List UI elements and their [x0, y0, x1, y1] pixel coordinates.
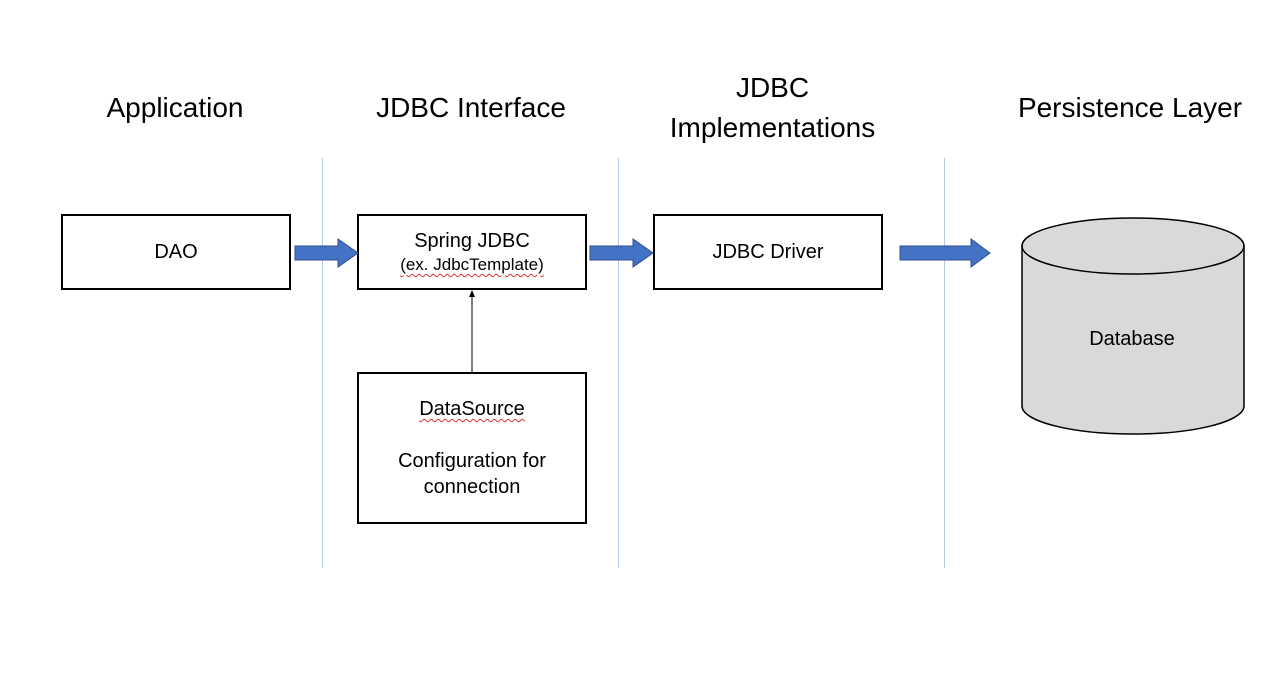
column-divider-2	[618, 158, 619, 568]
datasource-title: DataSource	[419, 398, 525, 420]
dao-box: DAO	[61, 214, 291, 290]
database-label: Database	[1089, 328, 1175, 350]
jdbc-driver-label: JDBC Driver	[712, 241, 824, 263]
datasource-desc-line1: Configuration for	[398, 450, 546, 472]
heading-persistence-layer: Persistence Layer	[1017, 92, 1243, 123]
dao-label: DAO	[154, 241, 198, 263]
heading-jdbc-interface: JDBC Interface	[376, 92, 566, 123]
heading-jdbc-implementations-line2: Implementations	[669, 112, 876, 143]
database-cylinder-icon	[1021, 217, 1245, 435]
column-divider-1	[322, 158, 323, 568]
heading-application: Application	[106, 92, 244, 123]
heading-jdbc-implementations: JDBC Implementations	[640, 68, 905, 148]
datasource-box: DataSource Configuration for connection	[357, 372, 587, 524]
heading-jdbc-implementations-line1: JDBC	[735, 72, 810, 103]
spring-jdbc-title: Spring JDBC	[414, 230, 530, 252]
spring-jdbc-subtitle: (ex. JdbcTemplate)	[400, 255, 544, 274]
arrow-datasource-to-spring	[469, 290, 475, 373]
column-divider-3	[944, 158, 945, 568]
arrow-driver-to-database	[899, 238, 991, 268]
datasource-desc-line2: connection	[423, 476, 521, 498]
arrow-dao-to-spring	[294, 238, 359, 268]
jdbc-driver-box: JDBC Driver	[653, 214, 883, 290]
arrow-spring-to-driver	[589, 238, 654, 268]
spring-jdbc-box: Spring JDBC (ex. JdbcTemplate)	[357, 214, 587, 290]
